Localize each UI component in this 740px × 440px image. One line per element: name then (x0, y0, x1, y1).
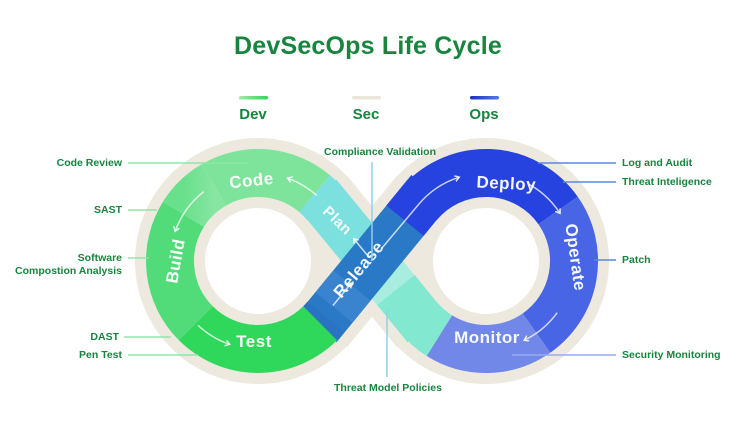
flow-arrow-to-plan (354, 239, 369, 257)
flow-arrow-to-deploy (381, 177, 459, 249)
callout-dast: DAST (90, 331, 119, 343)
callout-security-monitoring: Security Monitoring (622, 349, 721, 361)
callout-compliance-validation: Compliance Validation (324, 146, 436, 158)
legend-ops-bar (470, 96, 499, 100)
stage-label-test: Test (236, 332, 272, 351)
flow-arrow-to-build (175, 191, 205, 231)
legend-dev-label: Dev (239, 106, 267, 123)
flow-arrow-to-monitor (525, 312, 558, 340)
flow-arrow-to-test (197, 324, 229, 344)
callout-log-and-audit: Log and Audit (622, 157, 693, 169)
flow-arrow-to-operate (526, 182, 560, 213)
callout-patch: Patch (622, 254, 651, 266)
callout-code-review: Code Review (57, 157, 123, 169)
legend-sec-bar (352, 96, 381, 100)
stage-label-deploy: Deploy (476, 172, 537, 194)
release-transition-patch (315, 270, 371, 323)
stage-label-code: Code (228, 169, 274, 193)
callout-lines (124, 162, 616, 377)
callout-sca-line1: Software (78, 252, 123, 264)
flow-arrows (175, 177, 560, 344)
legend-dev-bar (239, 96, 268, 100)
flow-arrow-to-release (332, 284, 351, 306)
callout-labels: Code Review SAST Software Compostion Ana… (15, 146, 721, 394)
callout-pen-test: Pen Test (79, 349, 122, 361)
callout-threat-model-policies: Threat Model Policies (334, 382, 442, 394)
legend-sec-label: Sec (353, 106, 380, 123)
callout-threat-inteligence: Threat Inteligence (622, 176, 712, 188)
callout-sca-line2: Compostion Analysis (15, 265, 122, 277)
callout-sast: SAST (94, 204, 123, 216)
stage-label-monitor: Monitor (454, 328, 520, 347)
flow-arrow-to-code (288, 178, 318, 197)
segment-test-release-joint (303, 301, 345, 341)
legend: Dev Sec Ops (239, 96, 499, 123)
segment-code-2 (163, 164, 227, 228)
segment-monitor-mint-joint (399, 300, 453, 356)
page-title: DevSecOps Life Cycle (234, 32, 502, 60)
legend-ops-label: Ops (469, 106, 498, 123)
